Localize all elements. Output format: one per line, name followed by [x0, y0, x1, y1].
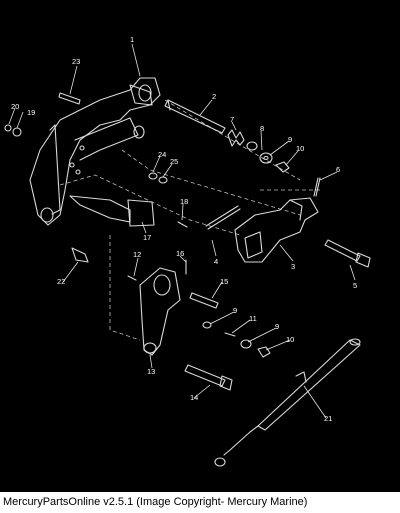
- callout-labels: 1 2 3 4 5 6 7 8 9 10 24 25 18 17 19 20 2…: [11, 35, 357, 423]
- copyright-footer: MercuryPartsOnline v2.5.1 (Image Copyrig…: [0, 492, 400, 513]
- leader-lines: [8, 43, 356, 419]
- callout-24: 24: [158, 150, 166, 159]
- main-bracket: [29, 77, 161, 226]
- callout-21: 21: [324, 414, 332, 423]
- callout-23: 23: [72, 57, 80, 66]
- callout-25: 25: [170, 157, 178, 166]
- callout-19: 19: [27, 108, 35, 117]
- callout-8: 8: [260, 124, 264, 133]
- callout-17: 17: [143, 233, 151, 242]
- spring-washer-stack: [227, 129, 290, 173]
- callout-11: 11: [249, 314, 257, 323]
- lower-bracket: [139, 267, 181, 356]
- callout-20: 20: [11, 102, 19, 111]
- long-bolt: [164, 99, 226, 134]
- callout-13: 13: [147, 367, 155, 376]
- callout-12: 12: [133, 250, 141, 259]
- bolt-5: [324, 239, 371, 268]
- lever-assembly: [69, 195, 188, 228]
- bolt-14: [184, 364, 233, 391]
- lower-hardware: [202, 321, 271, 358]
- callout-9-bottom: 9: [275, 322, 279, 331]
- callout-22: 22: [57, 277, 65, 286]
- callout-6: 6: [336, 165, 340, 174]
- callout-10-lower: 10: [286, 335, 294, 344]
- callout-4: 4: [214, 257, 218, 266]
- callout-7: 7: [230, 115, 234, 124]
- lower-small-parts: [127, 259, 187, 281]
- callout-2: 2: [212, 92, 216, 101]
- cotter-pin: [313, 177, 321, 197]
- callout-5: 5: [353, 281, 357, 290]
- callout-1: 1: [130, 35, 134, 44]
- alignment-lines: [59, 99, 320, 341]
- parts-diagram: 1 2 3 4 5 6 7 8 9 10 24 25 18 17 19 20 2…: [4, 35, 371, 467]
- callout-9-upper: 9: [288, 135, 292, 144]
- small-hardware: [4, 92, 81, 137]
- callout-16: 16: [176, 249, 184, 258]
- callout-3: 3: [291, 262, 295, 271]
- callout-9-lower: 9: [233, 306, 237, 315]
- callout-18: 18: [180, 197, 188, 206]
- callout-14: 14: [190, 393, 198, 402]
- rod-cable: [214, 338, 361, 467]
- callout-10-upper: 10: [296, 144, 304, 153]
- pin-15: [189, 292, 219, 309]
- bolt-22: [71, 247, 89, 263]
- callout-15: 15: [220, 277, 228, 286]
- wire-pin: [205, 205, 241, 230]
- side-bracket: [234, 197, 319, 263]
